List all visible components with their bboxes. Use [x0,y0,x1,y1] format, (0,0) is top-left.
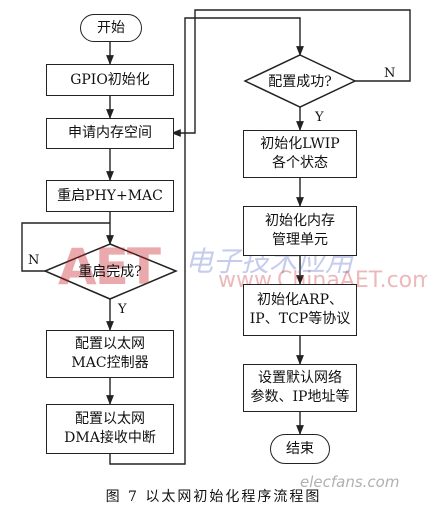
init-memory-box: 初始化内存 管理单元 [243,206,357,256]
restart-done-decision-label: 重启完成? [78,264,142,280]
restart-yes-label: Y [118,302,127,317]
config-dma-box: 配置以太网 DMA接收中断 [46,404,174,454]
config-yes-label: Y [315,110,324,125]
end-terminal: 结束 [270,434,330,464]
init-lwip-box: 初始化LWIP 各个状态 [243,130,357,178]
watermark-logo: AET [58,238,161,296]
figure-caption: 图 7 以太网初始化程序流程图 [105,489,322,505]
decision-diamond-restart [43,243,178,300]
config-no-label: N [384,66,396,81]
decision-diamond-config [243,54,357,108]
connector-dma-to-right-column [109,17,304,465]
request-memory-box: 申请内存空间 [46,118,174,149]
loop-restart-no [21,222,110,272]
init-protocols-box: 初始化ARP、 IP、TCP等协议 [243,284,357,336]
config-mac-box: 配置以太网 MAC控制器 [46,330,174,378]
config-ok-decision-label: 配置成功? [268,74,332,90]
gpio-init-box: GPIO初始化 [46,64,174,96]
loop-config-no [171,9,411,137]
restart-no-label: N [28,253,40,268]
watermark-footer: elecfans.com [300,473,400,491]
set-network-box: 设置默认网络 参数、IP地址等 [243,364,357,412]
start-terminal: 开始 [80,14,142,42]
restart-phy-mac-box: 重启PHY+MAC [46,180,174,212]
